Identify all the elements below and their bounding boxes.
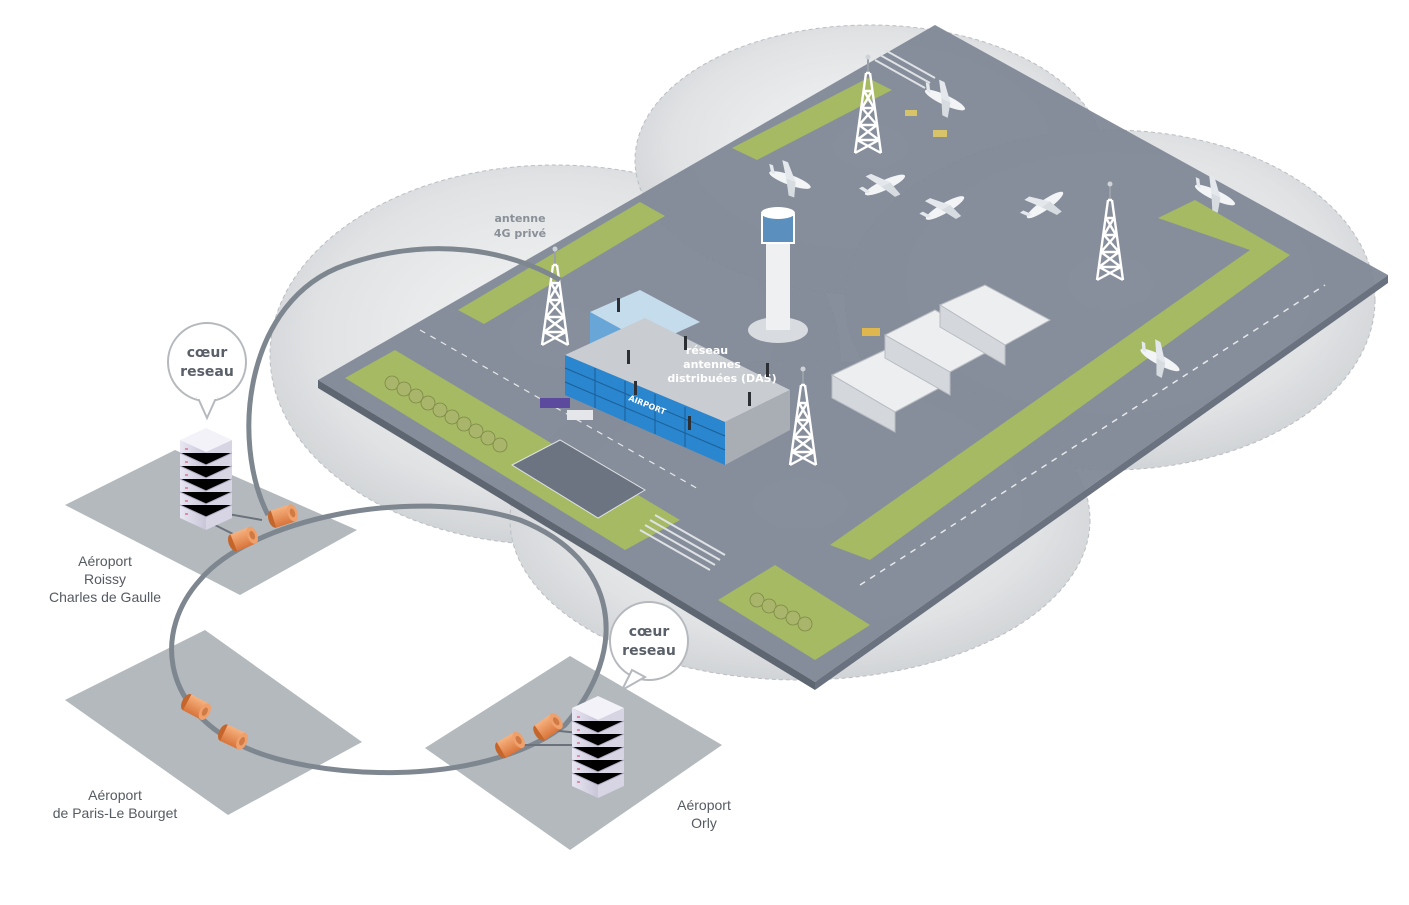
fiber-link bbox=[246, 246, 562, 517]
site-label-orly-line1: Aéroport bbox=[677, 797, 731, 813]
antenna-4g-label-line1: antenne bbox=[494, 212, 545, 225]
control-tower-icon bbox=[748, 207, 808, 343]
site-label-roissy-line1: Aéroport bbox=[78, 553, 132, 569]
site-label-roissy: Aéroport Roissy Charles de Gaulle bbox=[20, 552, 190, 606]
antenna-4g-label-line2: 4G privé bbox=[494, 227, 546, 240]
fiber-ring bbox=[169, 503, 609, 776]
core-bubble-roissy-line1: cœur bbox=[187, 345, 228, 361]
site-label-roissy-line3: Charles de Gaulle bbox=[48, 589, 162, 605]
core-bubble-orly-line1: cœur bbox=[629, 624, 670, 640]
site-label-le-bourget-line1: Aéroport bbox=[88, 787, 142, 803]
site-label-orly: Aéroport Orly bbox=[644, 796, 764, 832]
core-bubble-orly: cœur reseau bbox=[609, 601, 689, 693]
airport-map: antenne 4G privé réseau antennes distrib… bbox=[318, 25, 1388, 690]
core-bubble-orly-line2: reseau bbox=[622, 643, 676, 659]
site-label-le-bourget: Aéroport de Paris-Le Bourget bbox=[30, 786, 200, 822]
das-label-line3: distribuées (DAS) bbox=[667, 372, 776, 385]
das-label-line1: réseau bbox=[686, 344, 728, 357]
core-bubble-roissy-line2: reseau bbox=[180, 364, 234, 380]
site-label-orly-line2: Orly bbox=[691, 815, 717, 831]
site-label-roissy-line2: Roissy bbox=[83, 571, 126, 587]
site-label-le-bourget-line2: de Paris-Le Bourget bbox=[52, 805, 178, 821]
terminal-building-icon bbox=[564, 290, 790, 465]
hangar-icon bbox=[830, 284, 1052, 433]
core-bubble-roissy: cœur reseau bbox=[167, 322, 247, 421]
das-label-line2: antennes bbox=[683, 358, 741, 371]
